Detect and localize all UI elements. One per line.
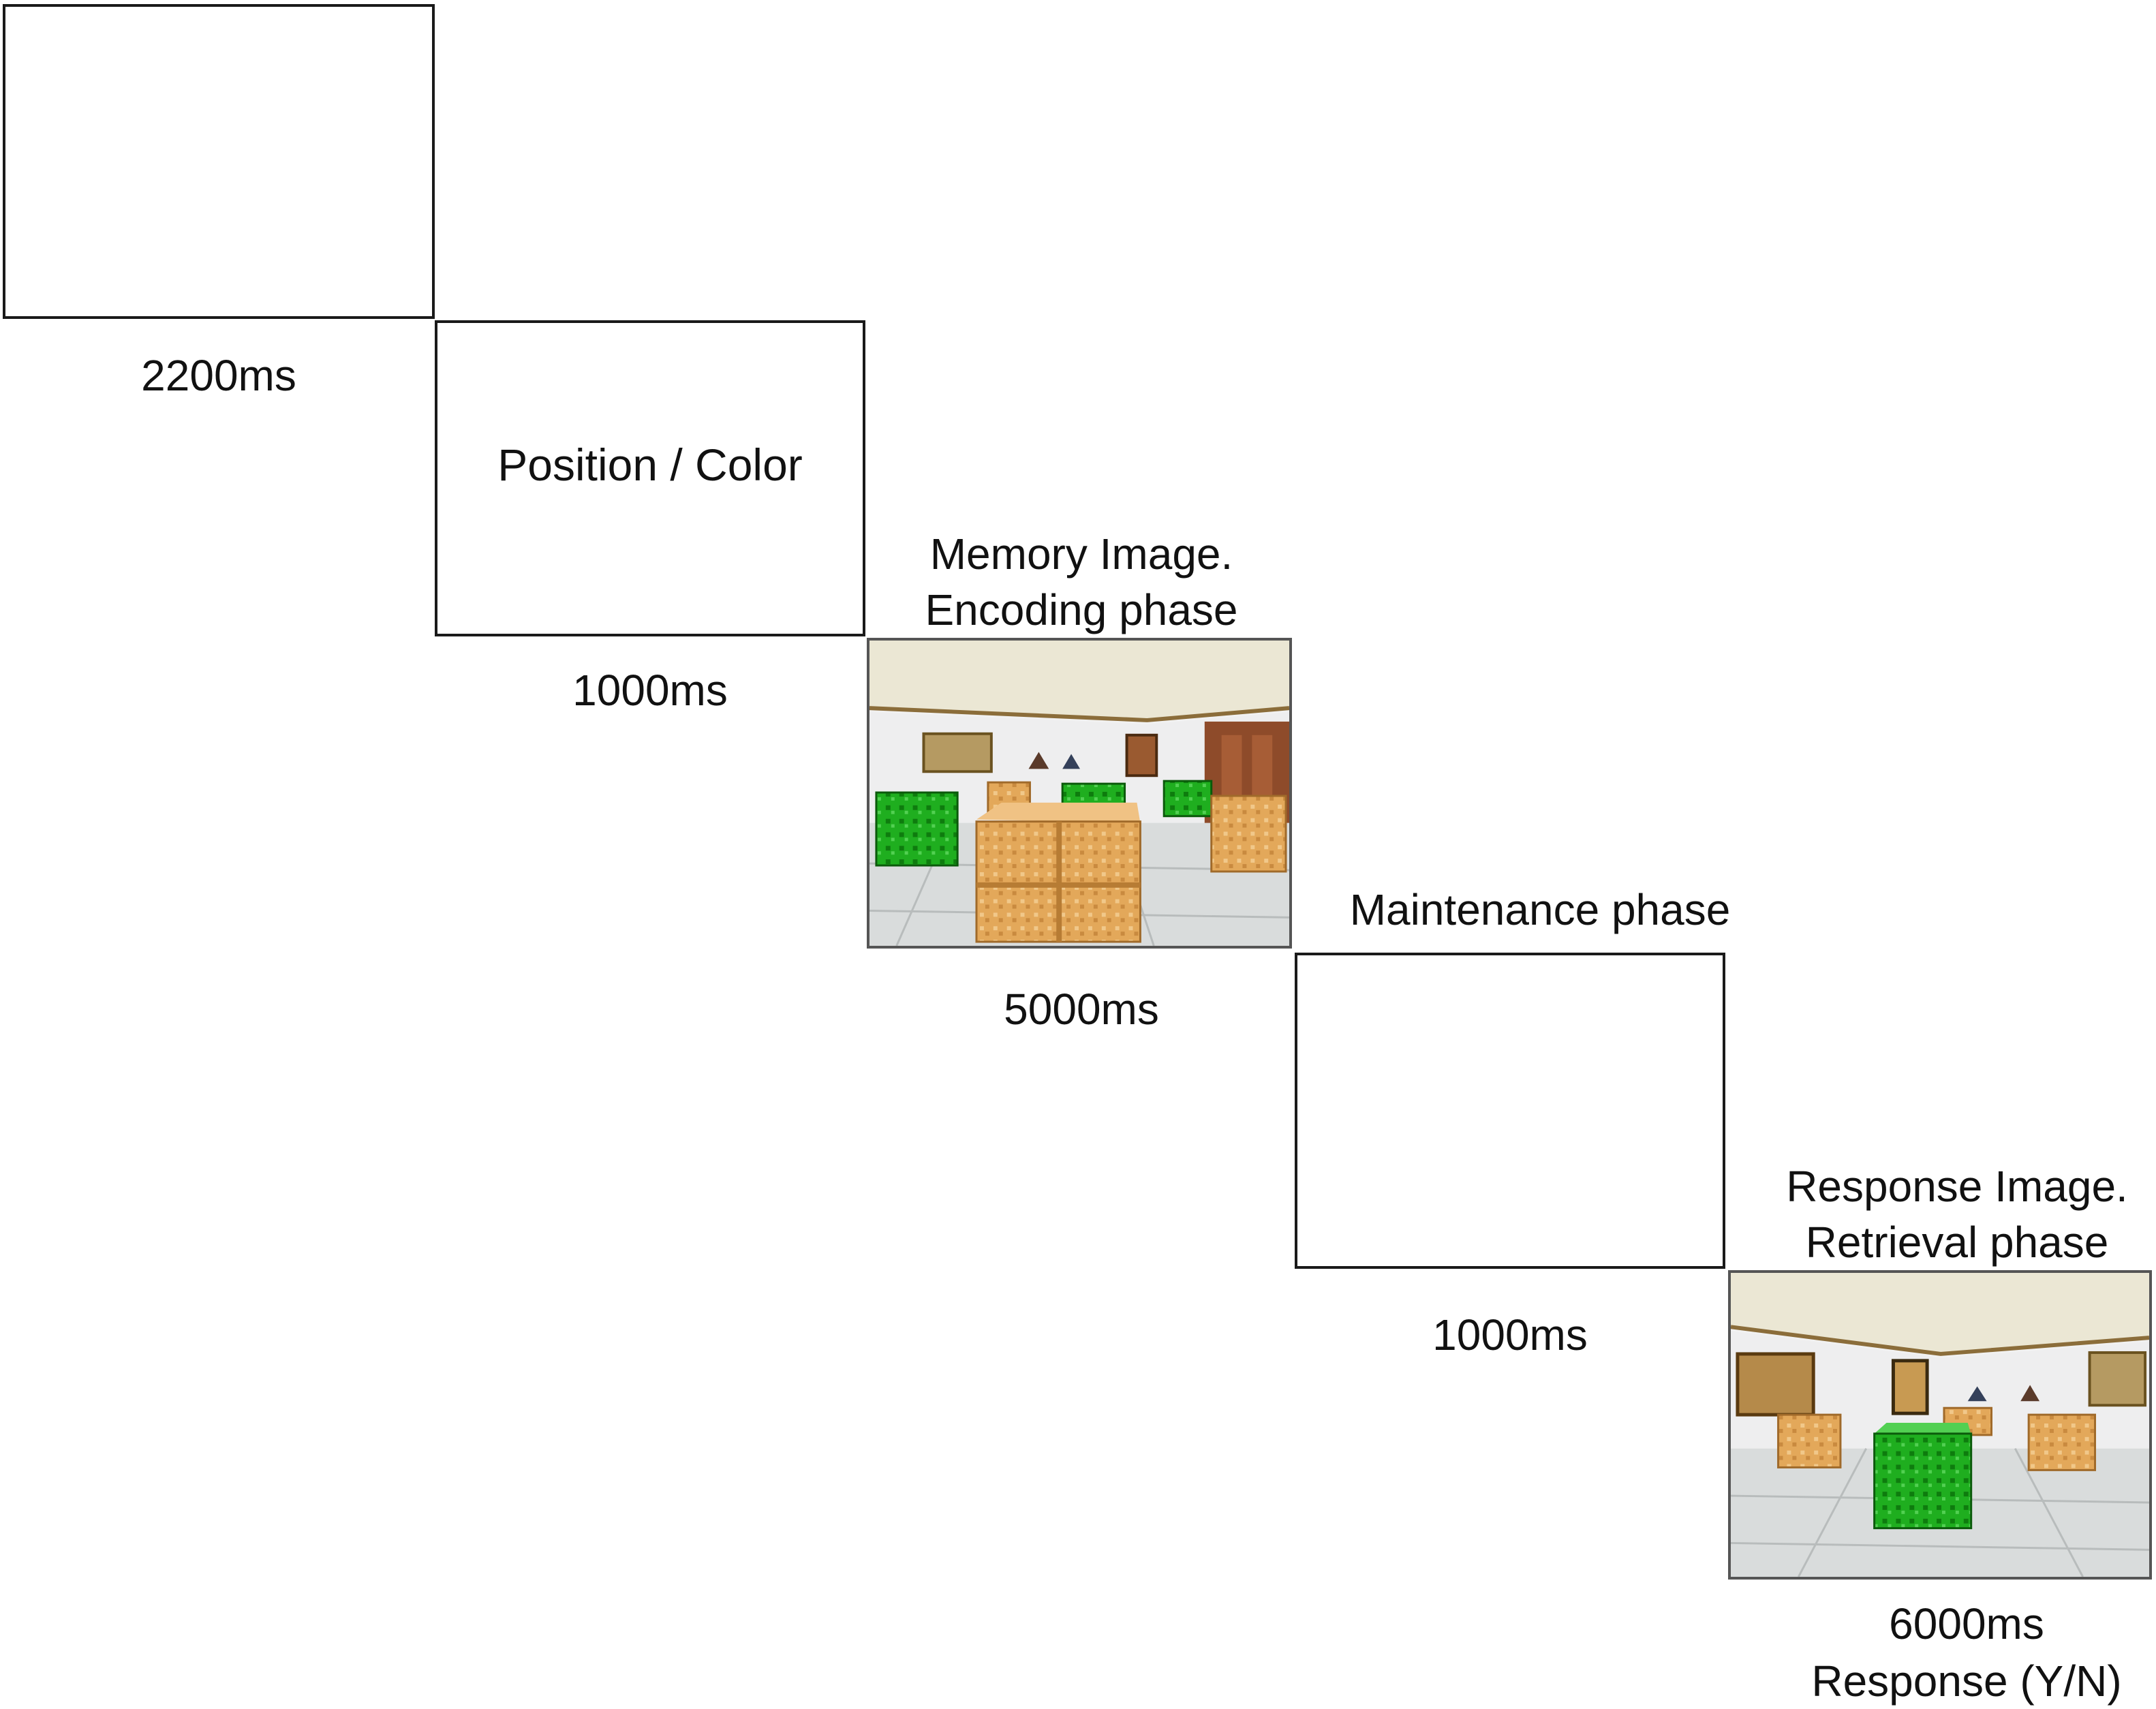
blank-screen-frame xyxy=(3,4,435,319)
fixation-duration-label: 2200ms xyxy=(141,351,296,400)
memory-duration-label: 5000ms xyxy=(1004,985,1159,1034)
response-instruction-label: Response (Y/N) xyxy=(1811,1657,2122,1706)
cue-text: Position / Color xyxy=(497,440,803,490)
maintenance-screen-frame xyxy=(1295,953,1725,1269)
cue-duration-label: 1000ms xyxy=(572,666,728,715)
memory-scene-image xyxy=(867,638,1292,949)
response-duration-label: 6000ms xyxy=(1889,1599,2044,1648)
response-scene-image xyxy=(1728,1270,2152,1580)
maintenance-title: Maintenance phase xyxy=(1349,885,1731,934)
memory-title-line1: Memory Image. xyxy=(929,529,1233,579)
cue-screen-frame: Position / Color xyxy=(435,320,865,636)
response-title-line1: Response Image. xyxy=(1786,1162,2128,1211)
maintenance-duration-label: 1000ms xyxy=(1432,1310,1588,1359)
memory-title-line2: Encoding phase xyxy=(925,585,1238,634)
response-title-line2: Retrieval phase xyxy=(1805,1218,2109,1267)
